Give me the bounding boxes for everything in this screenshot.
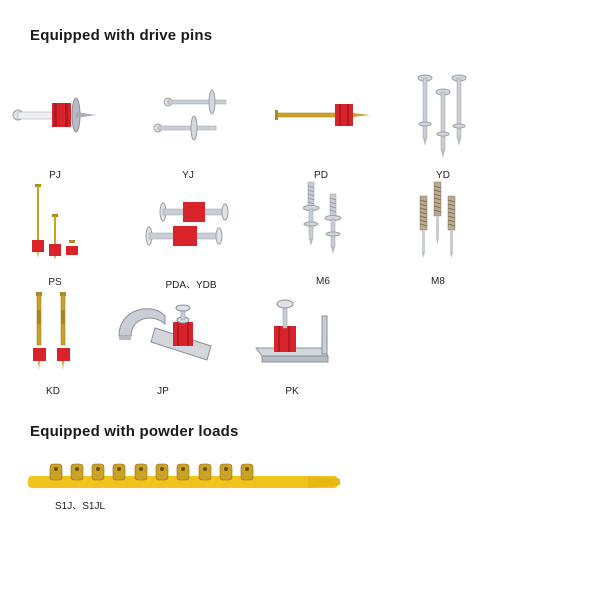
pd-item: PD bbox=[275, 95, 375, 185]
yj-pin-icon bbox=[153, 89, 227, 141]
jp-clip-pin-icon bbox=[118, 304, 212, 361]
yd-label: YD bbox=[436, 170, 450, 181]
pj-pin-icon bbox=[12, 97, 96, 133]
pd-pin-icon bbox=[275, 104, 370, 126]
m6-threaded-stud-icon bbox=[302, 181, 342, 254]
ps-pin-icon bbox=[32, 184, 78, 260]
pk-label: PK bbox=[285, 386, 299, 397]
kd-label: KD bbox=[46, 386, 60, 397]
ps-item: PS bbox=[25, 184, 85, 294]
kd-pin-icon bbox=[33, 292, 70, 370]
powder-load-label: S1J、S1JL bbox=[54, 501, 106, 512]
powder-load-item: S1J、S1JL bbox=[28, 458, 348, 518]
m8-label: M8 bbox=[431, 276, 445, 287]
pk-angle-pin-icon bbox=[255, 299, 329, 363]
yd-pin-icon bbox=[417, 74, 467, 158]
kd-item: KD bbox=[25, 290, 85, 400]
pd-label: PD bbox=[314, 170, 328, 181]
m6-item: M6 bbox=[295, 178, 355, 294]
powder-loads-heading: Equipped with powder loads bbox=[30, 423, 239, 440]
pj-item: PJ bbox=[10, 88, 105, 183]
pda-ydb-pin-icon bbox=[145, 202, 229, 246]
yd-item: YD bbox=[405, 74, 480, 184]
drive-pins-heading: Equipped with drive pins bbox=[30, 27, 213, 44]
m8-threaded-stud-icon bbox=[419, 181, 456, 258]
ps-label: PS bbox=[48, 277, 62, 288]
pj-label: PJ bbox=[49, 170, 61, 181]
yj-label: YJ bbox=[182, 170, 194, 181]
m6-label: M6 bbox=[316, 276, 330, 287]
pda-ydb-label: PDA、YDB bbox=[165, 280, 217, 291]
jp-label: JP bbox=[157, 386, 169, 397]
m8-item: M8 bbox=[412, 178, 472, 294]
yj-item: YJ bbox=[150, 82, 240, 182]
pda-ydb-item: PDA、YDB bbox=[145, 198, 240, 294]
jp-item: JP bbox=[115, 298, 220, 402]
pk-item: PK bbox=[252, 296, 342, 402]
powder-load-strip-icon bbox=[28, 463, 340, 488]
